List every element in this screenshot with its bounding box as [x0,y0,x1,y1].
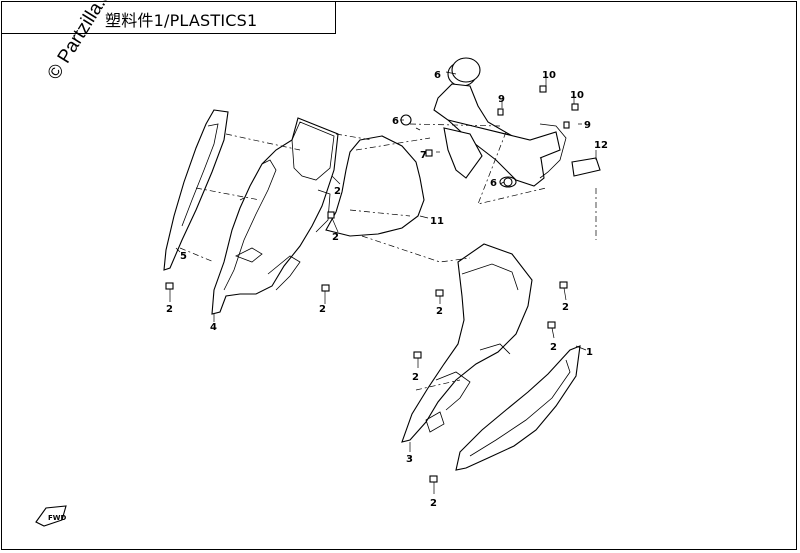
callout-10: 10 [542,70,556,81]
callout-labels: 2 2 2 2 2 2 2 2 2 1 3 4 5 11 6 6 6 7 10 … [166,70,608,509]
callout-2: 2 [334,186,341,197]
callout-7: 7 [420,150,427,161]
callout-2: 2 [430,498,437,509]
leader-lines [169,71,597,494]
callout-11: 11 [430,216,444,227]
title-box: 塑料件1/PLASTICS1 [1,1,336,34]
callout-5: 5 [180,251,187,262]
part-11-windscreen[interactable] [325,135,425,237]
part-3-lower-panel[interactable] [401,243,533,443]
part-5-side-cover[interactable] [163,109,229,271]
part-1-side-panel[interactable] [455,345,581,471]
callout-6: 6 [392,116,399,127]
fasteners [165,85,579,483]
assembly-lines [179,123,597,391]
callout-4: 4 [210,322,217,333]
callout-2: 2 [562,302,569,313]
callout-2: 2 [332,232,339,243]
callout-12: 12 [594,140,608,151]
part-8-mount-bracket[interactable] [433,57,601,188]
callout-2: 2 [550,342,557,353]
callout-6: 6 [434,70,441,81]
fwd-arrow-icon: FWD [35,505,67,527]
callout-9: 9 [584,120,591,131]
callout-9: 9 [498,94,505,105]
callout-10: 10 [570,90,584,101]
callout-6: 6 [490,178,497,189]
callout-2: 2 [319,304,326,315]
callout-1: 1 [586,347,593,358]
diagram-title: 塑料件1/PLASTICS1 [105,11,258,30]
callout-2: 2 [412,372,419,383]
part-4-front-cowl[interactable] [211,117,339,315]
callout-3: 3 [406,454,413,465]
callout-2: 2 [166,304,173,315]
callout-2: 2 [436,306,443,317]
fwd-label: FWD [48,514,67,522]
